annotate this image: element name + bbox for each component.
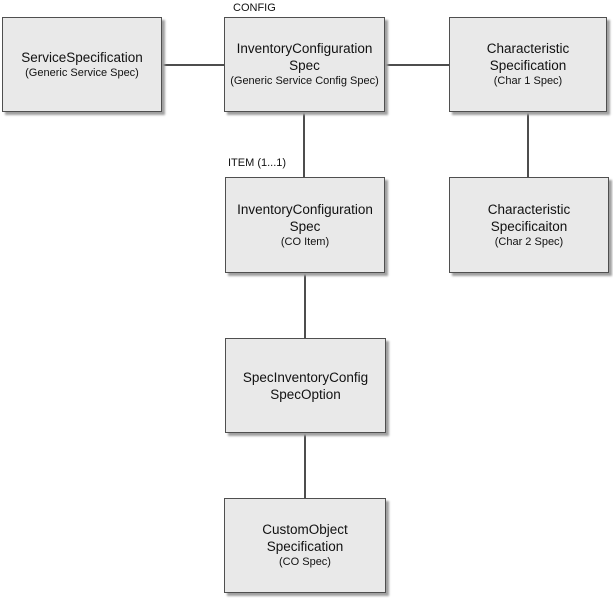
connector-service-to-config xyxy=(162,64,224,66)
node-inventory-configuration-spec-generic: InventoryConfiguration Spec (Generic Ser… xyxy=(224,17,385,112)
node-characteristic-specification-2: Characteristic Specificaiton (Char 2 Spe… xyxy=(449,177,609,273)
node-subtitle: (Char 2 Spec) xyxy=(494,235,564,248)
connector-specoption-to-cospec xyxy=(304,433,306,498)
node-custom-object-specification: CustomObject Specification (CO Spec) xyxy=(224,498,386,593)
node-subtitle: (Generic Service Config Spec) xyxy=(230,75,379,87)
node-title: ServiceSpecification xyxy=(21,49,143,65)
connector-item-to-specoption xyxy=(304,273,306,338)
config-edge-label: CONFIG xyxy=(233,2,276,14)
node-title: CustomObject Specification xyxy=(262,522,348,554)
connector-config-to-item xyxy=(303,112,305,177)
node-title: InventoryConfiguration Spec xyxy=(236,41,373,73)
node-subtitle: (CO Item) xyxy=(280,235,330,248)
node-characteristic-specification-1: Characteristic Specification (Char 1 Spe… xyxy=(449,17,607,112)
node-service-specification: ServiceSpecification (Generic Service Sp… xyxy=(2,17,162,112)
node-subtitle: (Char 1 Spec) xyxy=(493,75,563,87)
node-subtitle: (Generic Service Spec) xyxy=(25,66,139,79)
node-title: SpecInventoryConfig SpecOption xyxy=(242,369,369,402)
node-subtitle: (CO Spec) xyxy=(279,556,331,568)
item-edge-label: ITEM (1...1) xyxy=(228,157,287,169)
node-title: Characteristic Specification xyxy=(486,41,570,73)
connector-char1-to-char2 xyxy=(527,112,529,177)
node-title: InventoryConfiguration Spec xyxy=(237,201,373,234)
node-inventory-configuration-spec-item: InventoryConfiguration Spec (CO Item) xyxy=(225,177,385,273)
connector-config-to-char1 xyxy=(385,64,449,66)
node-spec-inventory-config-spec-option: SpecInventoryConfig SpecOption xyxy=(225,338,386,433)
node-title: Characteristic Specificaiton xyxy=(487,201,571,234)
